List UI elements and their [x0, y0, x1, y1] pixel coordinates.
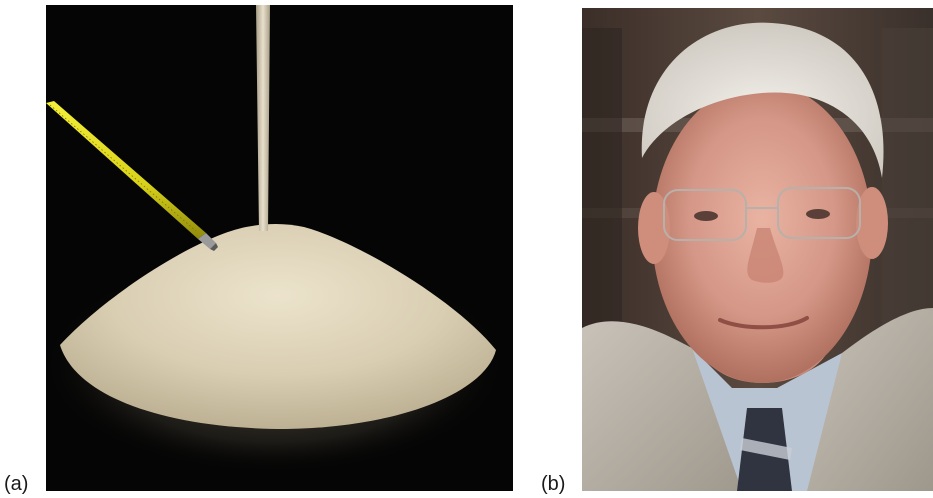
sand-pile-photo [46, 5, 513, 491]
jacket-right [797, 308, 933, 491]
jacket-left [582, 321, 757, 491]
sand-pile-illustration [46, 5, 513, 491]
sand-stream [256, 5, 270, 231]
glasses [663, 187, 861, 241]
portrait-photo [582, 8, 933, 491]
panel-label-a: (a) [4, 473, 29, 495]
thermometer [46, 101, 218, 251]
panel-label-b: (b) [541, 473, 566, 495]
portrait-illustration [582, 8, 933, 491]
mouth [718, 316, 809, 330]
sand-pile [60, 224, 496, 429]
hair [641, 22, 884, 178]
